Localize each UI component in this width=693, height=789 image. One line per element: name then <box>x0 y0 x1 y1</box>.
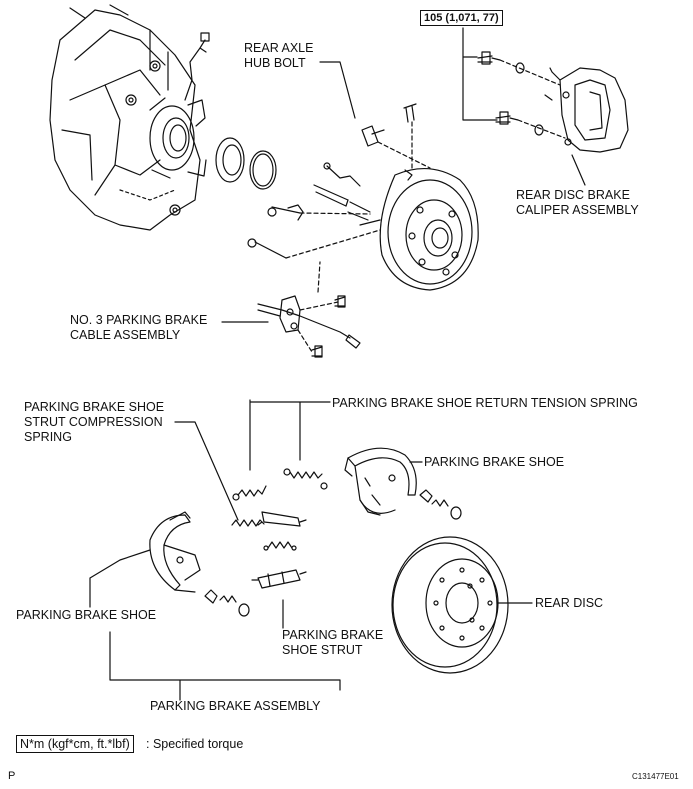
rear-disc <box>391 536 509 674</box>
label-rear-disc: REAR DISC <box>535 596 604 610</box>
figure-code: C131477E01 <box>632 772 679 781</box>
label-line: SPRING <box>24 430 72 444</box>
label-line: CALIPER ASSEMBLY <box>516 203 639 217</box>
cable-parts <box>247 162 381 259</box>
caliper-bolts <box>477 51 566 139</box>
shoe-strut <box>251 511 307 589</box>
label-shoe-left: PARKING BRAKE SHOE <box>16 608 157 622</box>
label-shoe-strut: PARKING BRAKE SHOE STRUT <box>282 628 383 658</box>
leader-return-spring <box>249 399 331 471</box>
legend-torque-units: N*m (kgf*cm, ft.*lbf) <box>16 735 134 753</box>
parking-brake-shoe-right <box>344 447 417 516</box>
label-line: PARKING BRAKE SHOE <box>24 400 165 414</box>
label-line: PARKING BRAKE <box>282 628 384 642</box>
sensor-wire <box>184 39 207 101</box>
torque-spec-box: 105 (1,071, 77) <box>420 10 503 26</box>
hub-bearing <box>149 97 207 179</box>
oil-seal <box>215 137 245 183</box>
label-strut-compression-spring: PARKING BRAKE SHOE STRUT COMPRESSION SPR… <box>24 400 164 445</box>
label-line: HUB BOLT <box>244 56 306 70</box>
sensor-connector <box>200 32 210 42</box>
hold-down-left <box>204 589 250 617</box>
legend-text: : Specified torque <box>146 737 244 751</box>
leader-hub-bolt <box>319 61 356 119</box>
hold-down-right <box>419 489 462 520</box>
no3-cable-assembly <box>257 261 361 358</box>
leader-caliper <box>571 154 586 186</box>
torque-leader <box>462 27 498 121</box>
leader-assembly <box>109 631 341 701</box>
label-shoe-right: PARKING BRAKE SHOE <box>424 455 565 469</box>
label-parking-brake-assembly: PARKING BRAKE ASSEMBLY <box>150 699 321 713</box>
dash-hub-bolt <box>377 141 431 169</box>
label-line: CABLE ASSEMBLY <box>70 328 181 342</box>
label-line: REAR AXLE <box>244 41 314 55</box>
label-line: STRUT COMPRESSION <box>24 415 163 429</box>
page-letter: P <box>8 770 16 782</box>
return-springs <box>232 468 328 501</box>
label-rear-axle-hub-bolt: REAR AXLE HUB BOLT <box>244 41 313 71</box>
label-no3-cable-assembly: NO. 3 PARKING BRAKE CABLE ASSEMBLY <box>70 313 207 343</box>
label-line: REAR DISC BRAKE <box>516 188 630 202</box>
backing-plate-hub <box>359 167 479 291</box>
label-caliper-assembly: REAR DISC BRAKE CALIPER ASSEMBLY <box>516 188 639 218</box>
housing-bolts <box>125 60 181 216</box>
axle-housing <box>49 4 201 231</box>
label-line: SHOE STRUT <box>282 643 363 657</box>
parking-brake-shoe-left <box>149 511 201 593</box>
clip <box>403 103 417 123</box>
caliper-assembly <box>544 67 629 153</box>
strut-compression-spring <box>231 519 265 527</box>
label-return-tension-spring: PARKING BRAKE SHOE RETURN TENSION SPRING <box>332 396 638 410</box>
label-line: NO. 3 PARKING BRAKE <box>70 313 208 327</box>
o-ring <box>249 150 277 190</box>
leader-shoe-left <box>89 549 151 608</box>
leader-strut-spring <box>174 421 239 521</box>
